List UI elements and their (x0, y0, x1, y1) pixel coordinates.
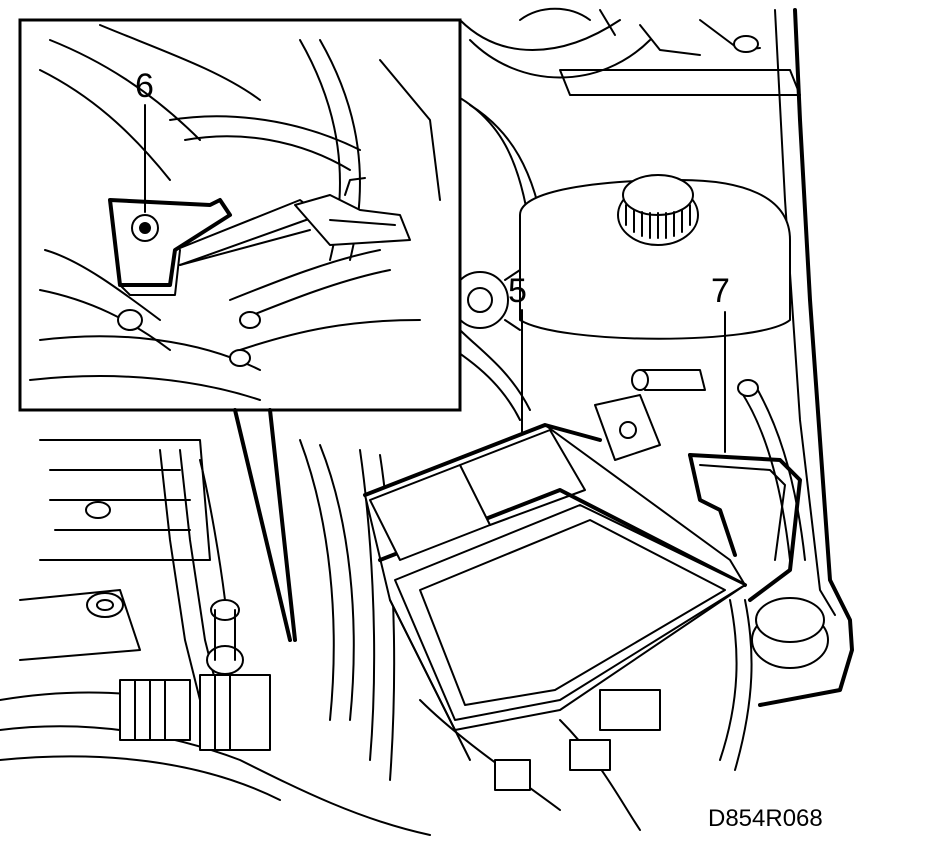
callout-7-label: 7 (711, 272, 730, 310)
battery (363, 394, 747, 761)
inset-pointer-right (268, 408, 297, 642)
callout-5-label: 5 (508, 272, 527, 310)
inset-detail (18, 18, 462, 642)
connector-right (199, 674, 271, 751)
inset-pointer-left (233, 408, 292, 642)
connector-left (119, 679, 191, 741)
coolant-reservoir (519, 179, 791, 340)
engine-bay-background (0, 7, 854, 836)
battery-top (394, 504, 746, 721)
battery-bracket (688, 453, 802, 602)
figure-reference-code: D854R068 (708, 805, 823, 832)
inset-cable-clip (294, 194, 411, 246)
callout-6-label: 6 (135, 67, 154, 105)
inset-bracket-plate (108, 198, 232, 287)
